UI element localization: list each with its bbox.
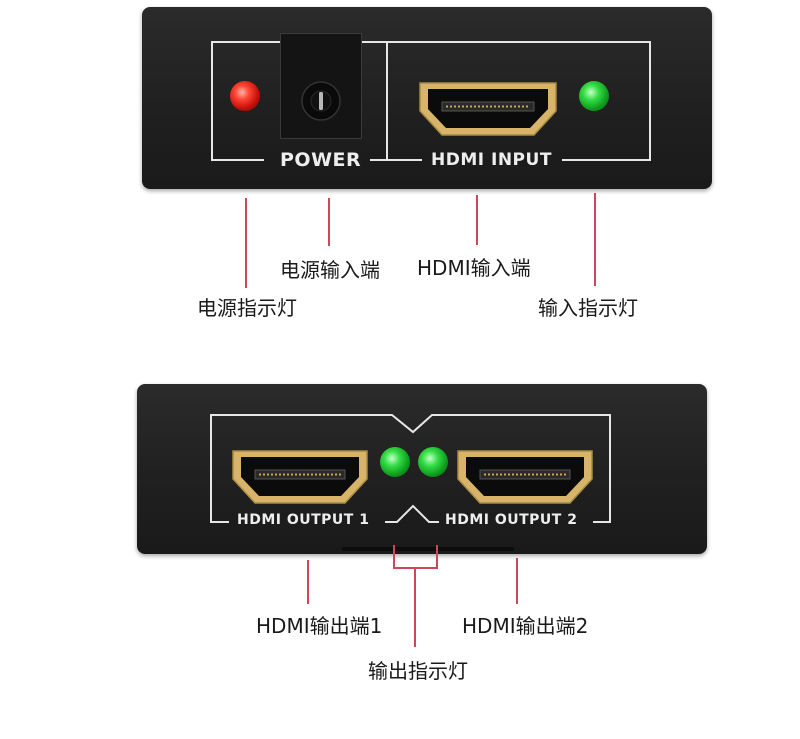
output-indicator-bracket-left: [393, 545, 395, 569]
splitter-output-panel: HDMI OUTPUT 1 HDMI OUTPUT 2: [137, 384, 707, 554]
hdmi-port-icon: [457, 450, 593, 504]
hdmi-output2-port: [452, 445, 598, 509]
hdmi-input-port: [414, 77, 562, 141]
power-input-callout-line: [328, 198, 330, 246]
input-indicator-label: 输入指示灯: [538, 296, 638, 320]
hdmi-output1-silk-label: HDMI OUTPUT 1: [237, 512, 370, 528]
output-panel-silkscreen-frame: [210, 414, 611, 523]
power-silk-label: POWER: [280, 149, 362, 171]
output2-indicator-led: [418, 447, 448, 477]
hdmi-port-icon: [232, 450, 368, 504]
power-input-jack: [280, 33, 362, 139]
power-indicator-callout-line: [245, 198, 247, 288]
input-indicator-led: [579, 81, 609, 111]
power-indicator-led: [230, 81, 260, 111]
hdmi-output1-label: HDMI输出端1: [256, 614, 383, 638]
hdmi-input-silk-label: HDMI INPUT: [431, 150, 552, 170]
input-indicator-callout-line: [594, 193, 596, 286]
hdmi-input-callout-line: [476, 195, 478, 245]
hdmi-output2-label: HDMI输出端2: [462, 614, 589, 638]
bottom-vent-slot: [342, 547, 514, 551]
barrel-jack-icon: [301, 81, 341, 121]
power-indicator-label: 电源指示灯: [197, 296, 297, 320]
hdmi-output1-callout-line: [307, 560, 309, 604]
output1-indicator-led: [380, 447, 410, 477]
hdmi-output2-silk-label: HDMI OUTPUT 2: [445, 512, 578, 528]
output-indicator-callout-line: [414, 567, 416, 647]
hdmi-output2-callout-line: [516, 558, 518, 604]
hdmi-input-label: HDMI输入端: [417, 256, 531, 280]
power-input-label: 电源输入端: [280, 258, 380, 282]
output-indicator-bracket-right: [436, 545, 438, 569]
splitter-input-panel: POWER HDMI INPUT: [142, 7, 712, 189]
output-indicator-label: 输出指示灯: [368, 659, 468, 683]
hdmi-port-icon: [419, 82, 557, 136]
hdmi-output1-port: [227, 445, 373, 509]
